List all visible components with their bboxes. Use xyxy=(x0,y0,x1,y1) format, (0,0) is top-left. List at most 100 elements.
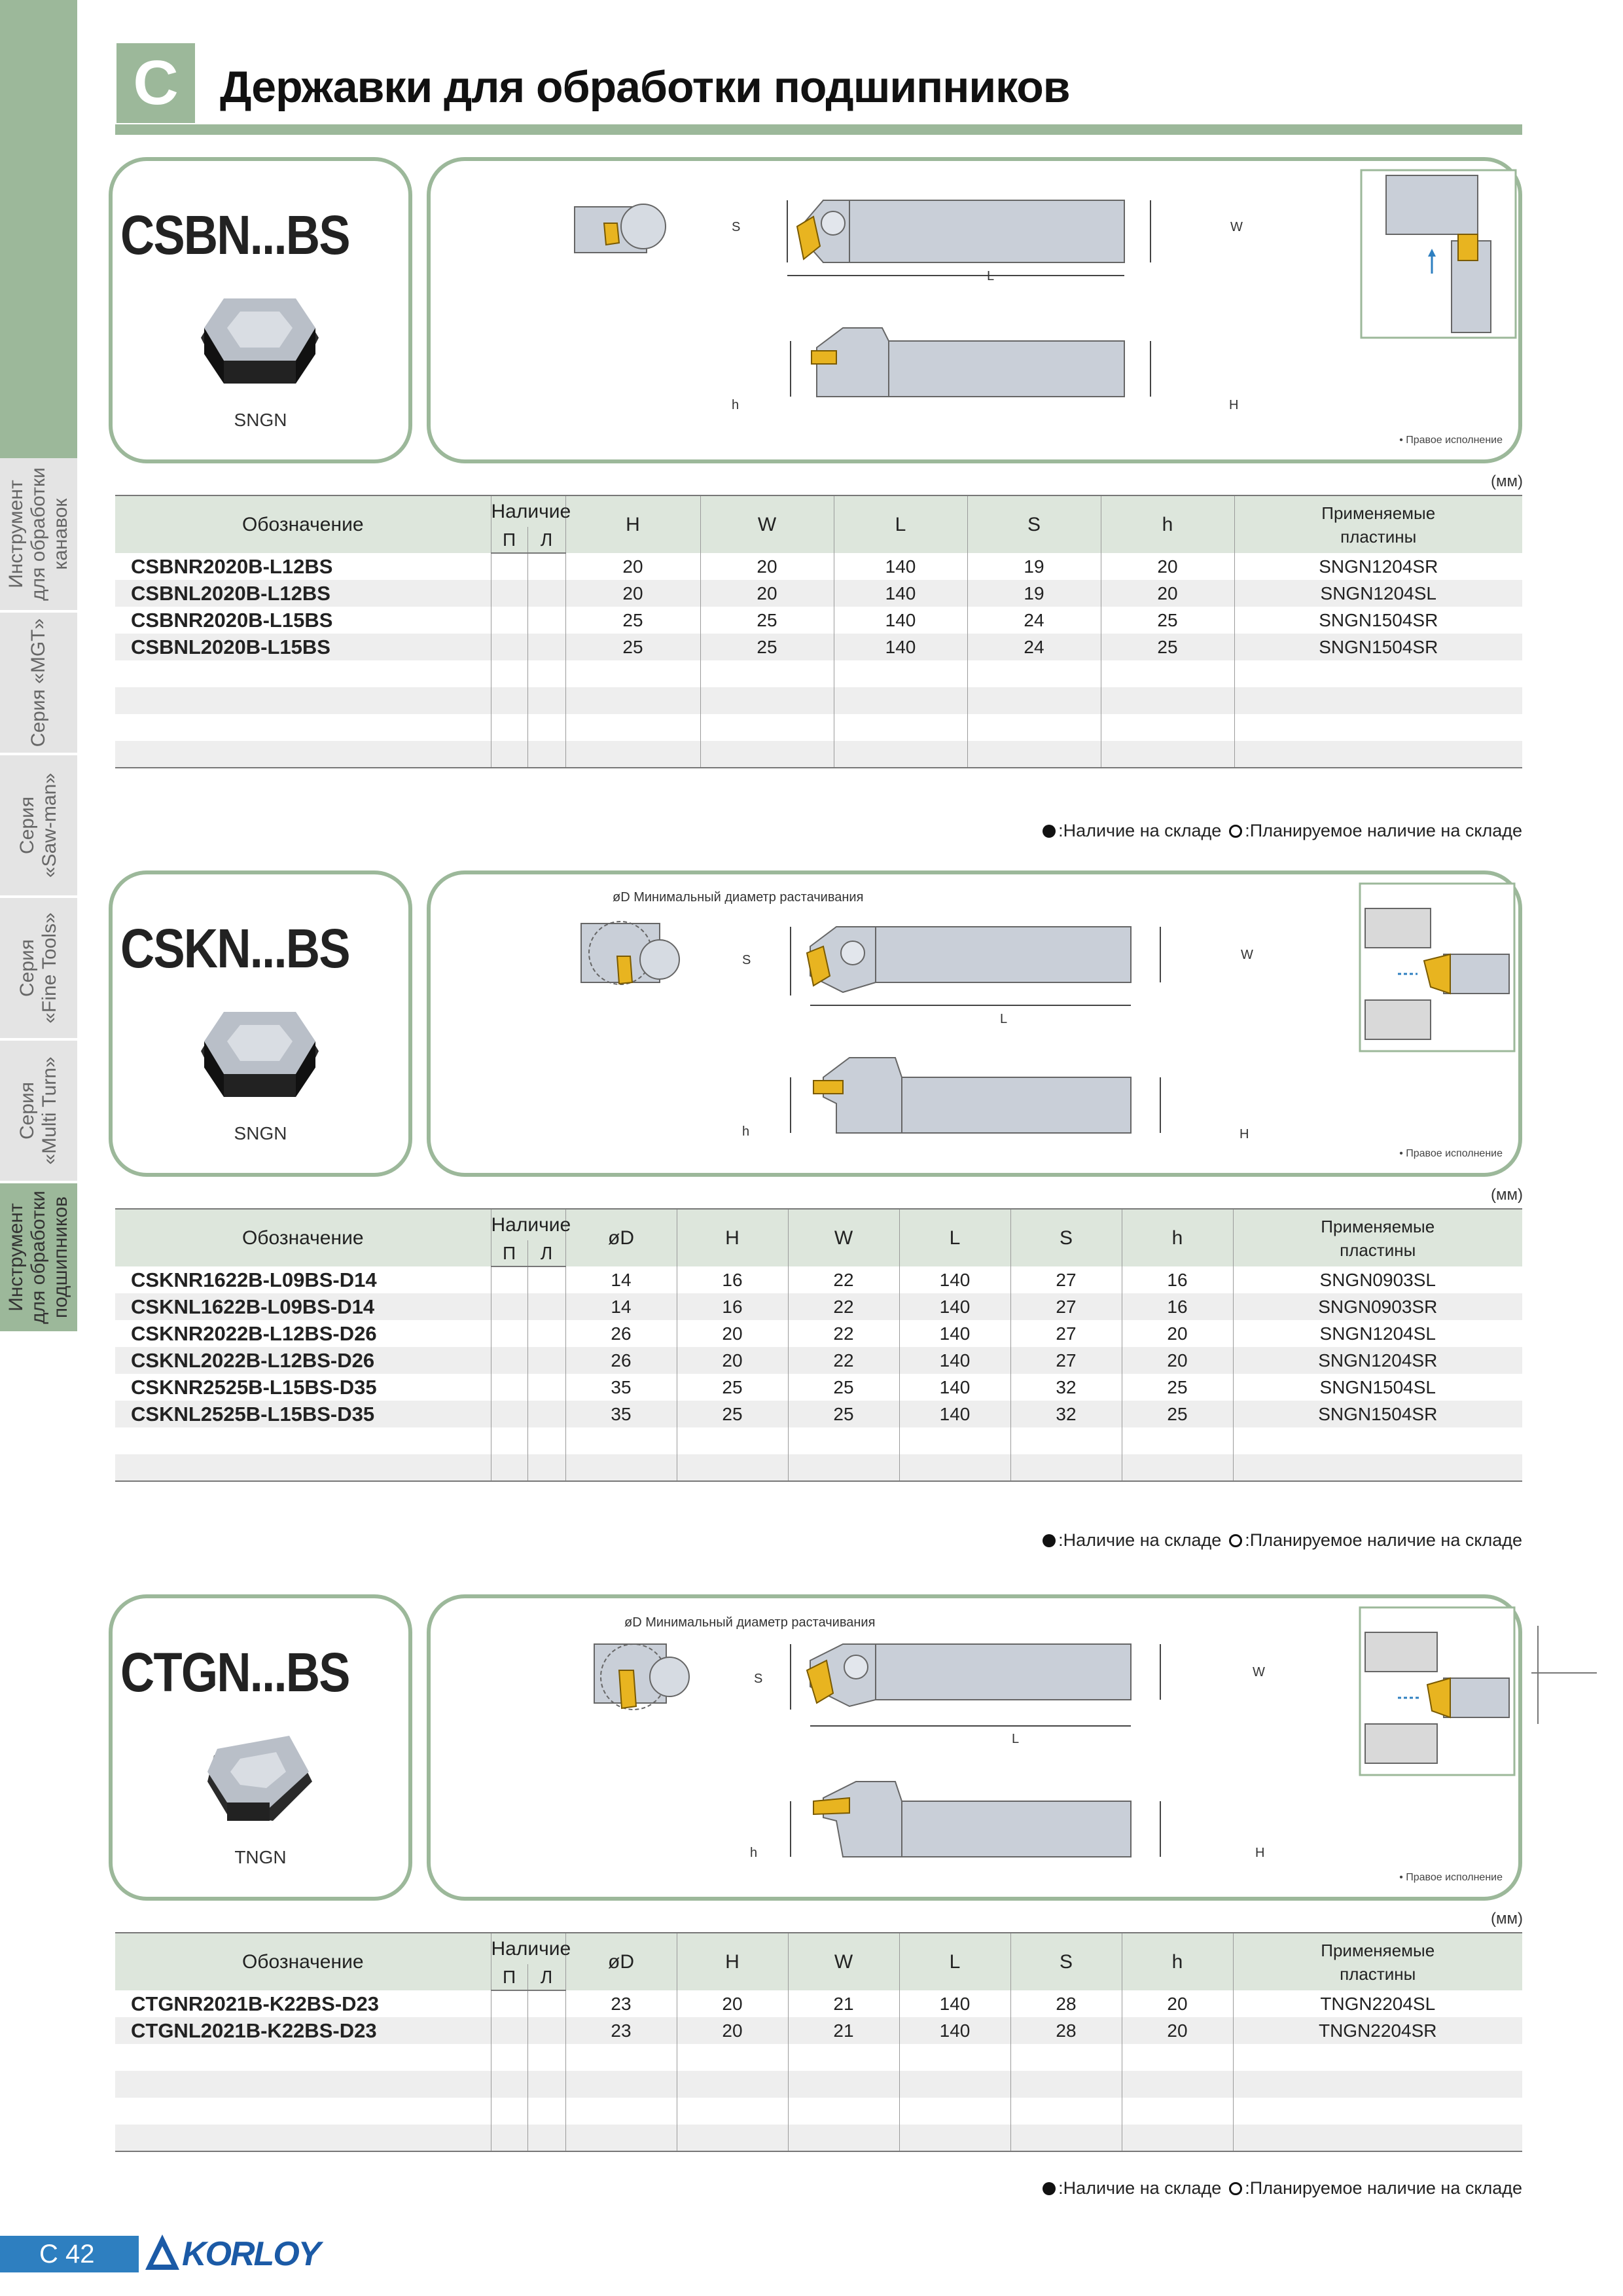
page-number: C 42 xyxy=(0,2236,139,2272)
stock-legend: :Наличие на складе:Планируемое наличие н… xyxy=(1043,2178,1522,2198)
insert-type-label: SNGN xyxy=(234,410,287,430)
table-row-empty xyxy=(115,714,1522,741)
table-row-empty xyxy=(115,2125,1522,2152)
side-tab-multiturn[interactable]: Серия «Multi Turn» xyxy=(0,1041,77,1183)
units-label: (мм) xyxy=(1491,1910,1523,1928)
col-header: L xyxy=(833,495,967,553)
col-header: S xyxy=(1010,1932,1122,1990)
col-header: H xyxy=(676,1208,788,1266)
series-title: CSBN...BS xyxy=(120,204,350,266)
korloy-logo-icon xyxy=(145,2234,179,2270)
side-tab-grooving[interactable]: Инструмент для обработки канавок xyxy=(0,458,77,613)
col-avail-left: Л xyxy=(527,1240,565,1267)
stock-legend: :Наличие на складе:Планируемое наличие н… xyxy=(1043,821,1522,841)
col-designation: Обозначение xyxy=(115,1208,491,1266)
holder-top-view xyxy=(574,204,666,253)
dim-l: L xyxy=(987,269,995,283)
dim-h-small: h xyxy=(742,1124,750,1139)
side-tab-finetools[interactable]: Серия «Fine Tools» xyxy=(0,898,77,1041)
side-tab-label: Серия «MGT» xyxy=(27,618,49,747)
col-header: L xyxy=(899,1208,1010,1266)
spec-table-csbn: Обозначение Наличие H W L S h Применяемы… xyxy=(115,495,1522,768)
dim-l: L xyxy=(1000,1012,1008,1026)
side-tab-label: Серия «Multi Turn» xyxy=(16,1056,60,1165)
dim-w: W xyxy=(1253,1665,1265,1679)
col-insert: Применяемые пластины xyxy=(1234,495,1522,553)
planned-stock-icon xyxy=(1229,2182,1243,2195)
col-avail-left: Л xyxy=(527,527,565,554)
holder-plan-view xyxy=(790,1643,1161,1727)
dim-h-large: H xyxy=(1240,1127,1249,1141)
series-panel-csbn: CSBN...BS SNGN xyxy=(109,157,412,463)
side-tab-bearing[interactable]: Инструмент для обработки подшипников xyxy=(0,1183,77,1334)
side-tab-mgt[interactable]: Серия «MGT» xyxy=(0,613,77,755)
col-avail-right: П xyxy=(490,1240,527,1267)
in-stock-icon xyxy=(1043,2182,1056,2195)
series-title: CTGN...BS xyxy=(120,1641,350,1703)
col-avail-right: П xyxy=(490,527,527,554)
holder-plan-view xyxy=(787,200,1151,276)
holder-side-view xyxy=(790,1057,1161,1134)
dim-h-small: h xyxy=(750,1846,758,1860)
col-designation: Обозначение xyxy=(115,1932,491,1990)
col-header: h xyxy=(1121,1932,1233,1990)
col-availability: Наличие xyxy=(490,1208,571,1240)
holder-top-view xyxy=(594,1643,690,1710)
dim-w: W xyxy=(1241,948,1253,962)
dim-h-large: H xyxy=(1229,398,1239,412)
spec-table-cskn: Обозначение Наличие øD H W L S h Применя… xyxy=(115,1208,1522,1482)
holder-top-view xyxy=(580,921,680,985)
right-hand-note: • Правое исполнение xyxy=(1399,1872,1503,1883)
side-tab-label: Инструмент для обработки подшипников xyxy=(5,1191,71,1324)
col-availability: Наличие xyxy=(490,495,571,527)
series-title: CSKN...BS xyxy=(120,918,350,979)
right-hand-note: • Правое исполнение xyxy=(1399,435,1503,446)
dim-l: L xyxy=(1012,1732,1020,1746)
planned-stock-icon xyxy=(1229,1534,1243,1547)
col-header: W xyxy=(787,1932,899,1990)
planned-stock-icon xyxy=(1229,825,1243,838)
dim-s: S xyxy=(732,220,741,234)
col-header: S xyxy=(1010,1208,1122,1266)
series-panel-cskn: CSKN...BS SNGN xyxy=(109,870,412,1177)
min-diameter-note: øD Минимальный диаметр растачивания xyxy=(624,1615,876,1630)
stock-legend: :Наличие на складе:Планируемое наличие н… xyxy=(1043,1530,1522,1551)
series-panel-ctgn: CTGN...BS TNGN xyxy=(109,1594,412,1901)
table-row-empty xyxy=(115,687,1522,714)
right-hand-note: • Правое исполнение xyxy=(1399,1148,1503,1159)
insert-sngn-icon xyxy=(201,1012,319,1097)
dim-s: S xyxy=(742,953,751,967)
registration-mark xyxy=(1531,1626,1597,1724)
holder-side-view xyxy=(790,1781,1161,1857)
col-availability: Наличие xyxy=(490,1932,571,1964)
in-stock-icon xyxy=(1043,825,1056,838)
col-header: øD xyxy=(565,1932,677,1990)
table-row-empty xyxy=(115,1427,1522,1454)
col-header: h xyxy=(1100,495,1234,553)
dim-s: S xyxy=(754,1672,763,1686)
col-avail-left: Л xyxy=(527,1964,565,1991)
col-header: W xyxy=(787,1208,899,1266)
col-header: øD xyxy=(565,1208,677,1266)
col-header: H xyxy=(565,495,700,553)
units-label: (мм) xyxy=(1491,1186,1523,1204)
side-accent xyxy=(0,0,77,458)
insert-sngn-icon xyxy=(201,298,319,384)
header-rule xyxy=(115,124,1522,135)
drawing-panel-ctgn: øD Минимальный диаметр растачивания S W … xyxy=(427,1594,1522,1901)
col-header: S xyxy=(967,495,1101,553)
col-designation: Обозначение xyxy=(115,495,491,553)
side-tab-sawman[interactable]: Серия «Saw-man» xyxy=(0,755,77,898)
brand-logo: KORLOY xyxy=(182,2235,321,2273)
drawing-panel-cskn: øD Минимальный диаметр растачивания S W … xyxy=(427,870,1522,1177)
application-inset xyxy=(1360,169,1517,339)
table-row-empty xyxy=(115,2071,1522,2098)
